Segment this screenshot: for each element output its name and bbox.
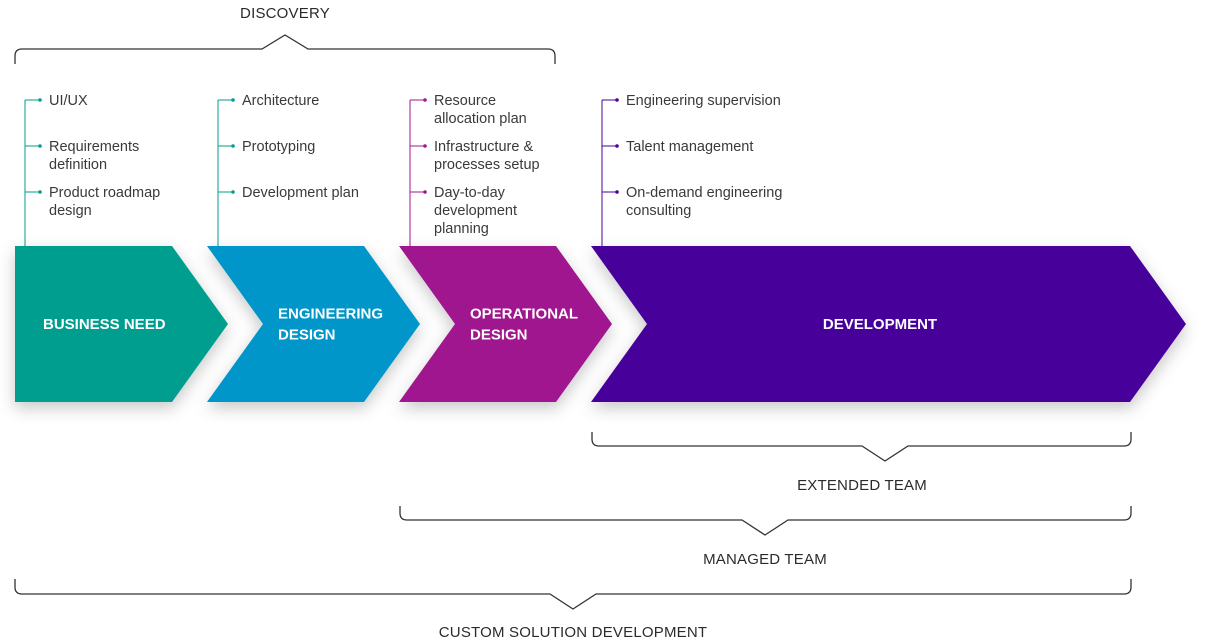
stage-item-text: Engineering supervision [626, 93, 781, 109]
chevron-layer [15, 246, 1186, 402]
item-bullet-icon [231, 190, 235, 194]
stage-item-text: design [49, 203, 92, 219]
chevron-title-engineering-design: ENGINEERING [278, 306, 383, 323]
stage-item-text: Day-to-day [434, 185, 506, 201]
chevron-engineering-design [207, 246, 420, 402]
item-bullet-icon [231, 144, 235, 148]
extended-team-brace-line [591, 432, 1132, 462]
stage-item-text: UI/UX [49, 93, 88, 109]
item-bullet-icon [38, 98, 42, 102]
discovery-brace: DISCOVERY [14, 5, 556, 64]
item-bullet-icon [615, 98, 619, 102]
item-bullet-icon [38, 190, 42, 194]
stage-item-text: planning [434, 221, 489, 237]
chevron-title-operational-design: OPERATIONAL [470, 306, 578, 323]
chevron-title-operational-design: DESIGN [470, 327, 528, 344]
discovery-label: DISCOVERY [240, 5, 330, 22]
managed-team-brace: MANAGED TEAM [399, 506, 1132, 568]
item-bullet-icon [231, 98, 235, 102]
extended-team-brace: EXTENDED TEAM [591, 432, 1132, 494]
stage-item-text: development [434, 203, 517, 219]
item-bullet-icon [423, 190, 427, 194]
extended-team-label: EXTENDED TEAM [797, 477, 927, 494]
discovery-brace-line [14, 34, 556, 64]
stage-item-text: Development plan [242, 185, 359, 201]
item-bullet-icon [615, 144, 619, 148]
item-bullet-icon [423, 98, 427, 102]
item-bullet-icon [38, 144, 42, 148]
item-bullet-icon [615, 190, 619, 194]
stage-item-text: allocation plan [434, 111, 527, 127]
stage-item-text: On-demand engineering [626, 185, 782, 201]
stage-item-text: Requirements [49, 139, 139, 155]
stage-item-text: Architecture [242, 93, 319, 109]
stage-item-text: consulting [626, 203, 691, 219]
chevron-title-development: DEVELOPMENT [823, 316, 937, 333]
stage-item-text: Infrastructure & [434, 139, 533, 155]
stage-item-text: Talent management [626, 139, 753, 155]
chevron-business-need [15, 246, 228, 402]
stage-item-text: Product roadmap [49, 185, 160, 201]
managed-team-brace-line [399, 506, 1132, 536]
chevron-text-layer: BUSINESS NEED ENGINEERING DESIGN OPERATIONA… [43, 306, 937, 344]
custom-solution-brace: CUSTOM SOLUTION DEVELOPMENT [14, 579, 1132, 641]
stage-item-text: processes setup [434, 157, 540, 173]
item-bullet-icon [423, 144, 427, 148]
stage-item-text: Prototyping [242, 139, 315, 155]
chevron-title-business-need: BUSINESS NEED [43, 316, 166, 333]
stage-item-text: definition [49, 157, 107, 173]
chevron-title-engineering-design: DESIGN [278, 327, 336, 344]
stage-item-text: Resource [434, 93, 496, 109]
chevron-development [591, 246, 1186, 402]
chevron-operational-design [399, 246, 612, 402]
managed-team-label: MANAGED TEAM [703, 551, 827, 568]
custom-solution-brace-line [14, 579, 1132, 610]
custom-solution-label: CUSTOM SOLUTION DEVELOPMENT [439, 624, 708, 641]
